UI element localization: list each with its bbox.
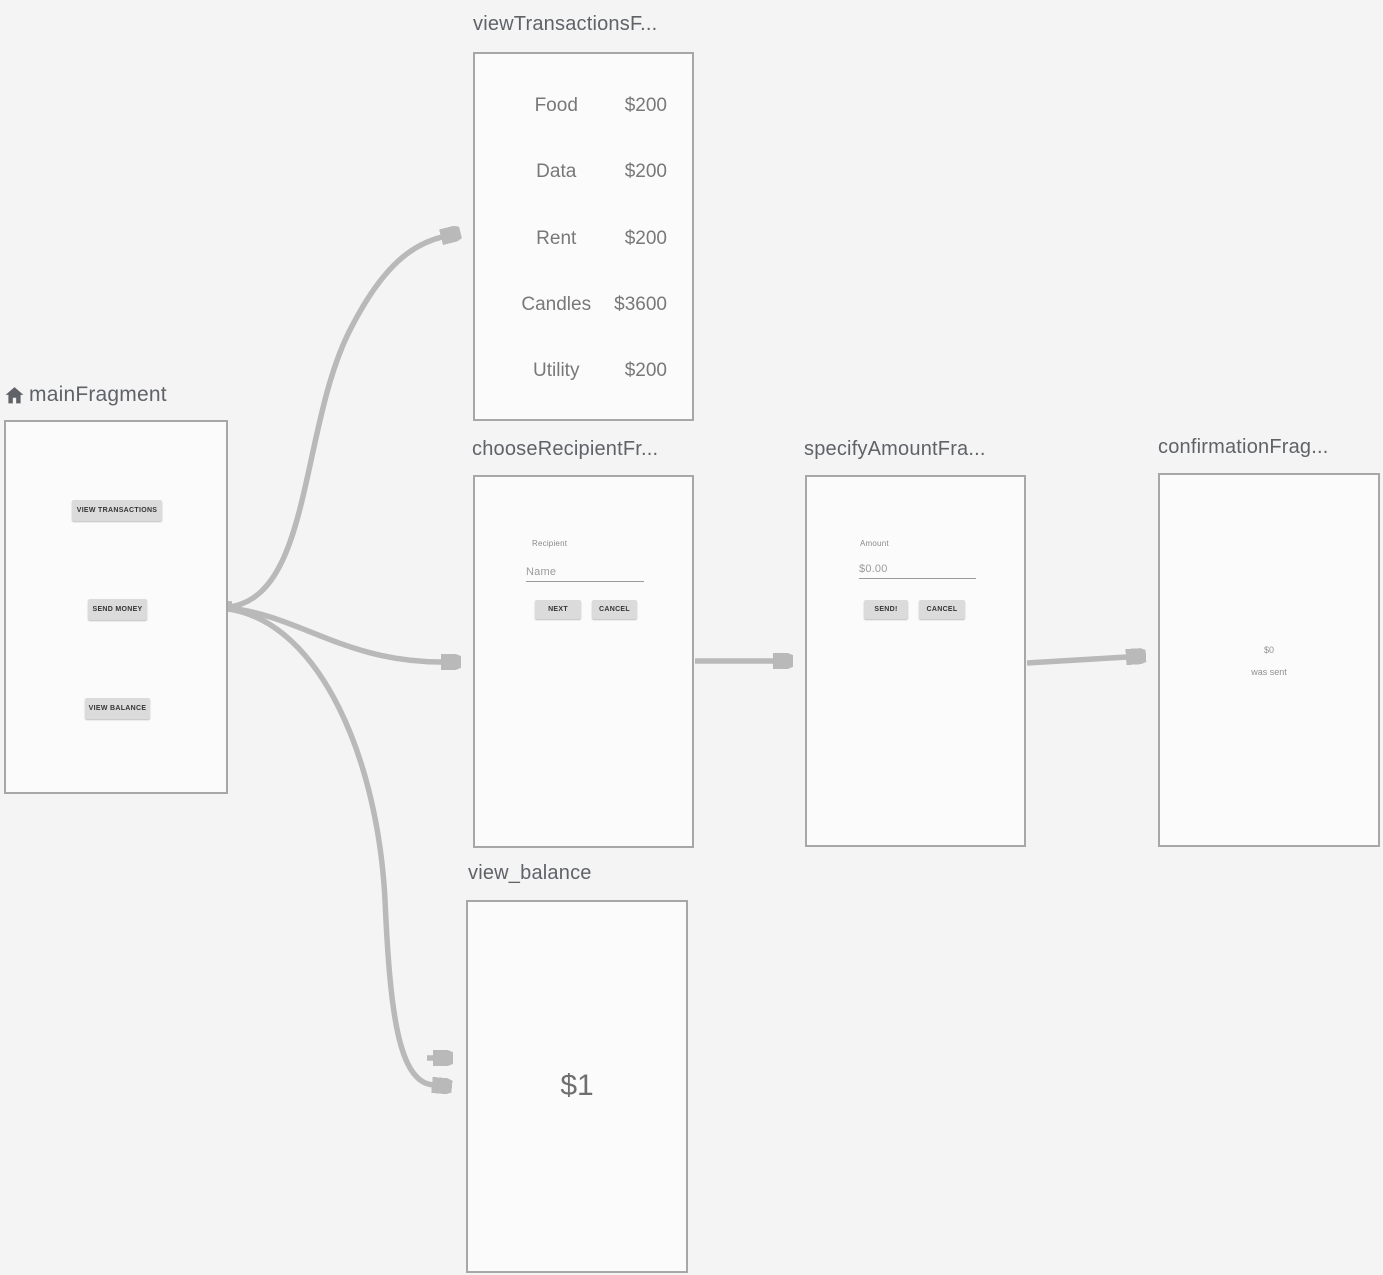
- transaction-row: Candles $3600: [475, 293, 692, 317]
- main-fragment-title: mainFragment: [4, 383, 167, 407]
- transaction-row: Data $200: [475, 160, 692, 184]
- transaction-amount: $200: [624, 95, 667, 116]
- view-balance-fragment-card[interactable]: $1: [466, 900, 688, 1273]
- transaction-label: Rent: [536, 228, 577, 249]
- view-transactions-fragment-title: viewTransactionsF...: [473, 13, 658, 35]
- home-icon: [5, 386, 24, 403]
- transaction-amount: $200: [624, 228, 667, 249]
- main-fragment-title-label: mainFragment: [29, 383, 167, 406]
- view-transactions-fragment-card[interactable]: Food $200 Data $200 Rent $200 Candles $3…: [473, 52, 694, 421]
- recipient-field-label: Recipient: [532, 539, 568, 548]
- transaction-label: Utility: [533, 360, 580, 381]
- recipient-input-underline: [526, 581, 644, 582]
- cancel-button[interactable]: CANCEL: [592, 600, 637, 619]
- amount-input[interactable]: $0.00: [859, 563, 888, 575]
- specify-amount-fragment-title: specifyAmountFra...: [804, 438, 986, 460]
- specify-amount-fragment-card[interactable]: Amount $0.00 SEND! CANCEL: [805, 475, 1026, 847]
- transaction-amount: $3600: [614, 294, 667, 315]
- view-balance-fragment-title: view_balance: [468, 862, 592, 884]
- transaction-row: Food $200: [475, 94, 692, 118]
- transaction-label: Food: [534, 95, 578, 116]
- transaction-label: Data: [536, 161, 577, 182]
- transaction-amount: $200: [624, 360, 667, 381]
- action-main-to-view-transactions[interactable]: [228, 237, 442, 610]
- next-button[interactable]: NEXT: [535, 600, 581, 619]
- transaction-row: Rent $200: [475, 227, 692, 251]
- main-fragment-card[interactable]: VIEW TRANSACTIONS SEND MONEY VIEW BALANC…: [4, 420, 228, 794]
- transaction-label: Candles: [521, 294, 592, 315]
- amount-input-underline: [859, 578, 976, 579]
- action-main-to-choose-recipient[interactable]: [228, 605, 442, 662]
- send-money-button[interactable]: SEND MONEY: [88, 599, 147, 620]
- balance-amount-text: $1: [560, 1069, 594, 1102]
- choose-recipient-fragment-card[interactable]: Recipient Name NEXT CANCEL: [473, 475, 694, 848]
- confirmation-fragment-card[interactable]: $0 was sent: [1158, 473, 1380, 847]
- transaction-row: Utility $200: [475, 359, 692, 383]
- confirmation-fragment-title: confirmationFrag...: [1158, 436, 1329, 458]
- recipient-name-input[interactable]: Name: [526, 566, 557, 578]
- view-transactions-button[interactable]: VIEW TRANSACTIONS: [72, 500, 162, 521]
- amount-field-label: Amount: [860, 539, 889, 548]
- confirmation-amount-text: $0: [1263, 645, 1274, 655]
- cancel-button[interactable]: CANCEL: [919, 600, 965, 619]
- view-balance-button[interactable]: VIEW BALANCE: [85, 698, 150, 719]
- confirmation-message-text: was sent: [1251, 667, 1287, 677]
- transaction-amount: $200: [624, 161, 667, 182]
- choose-recipient-fragment-title: chooseRecipientFr...: [472, 438, 659, 460]
- action-specify-amount-to-confirmation[interactable]: [1026, 657, 1127, 666]
- send-button[interactable]: SEND!: [864, 600, 908, 619]
- action-main-to-view-balance[interactable]: [228, 606, 433, 1085]
